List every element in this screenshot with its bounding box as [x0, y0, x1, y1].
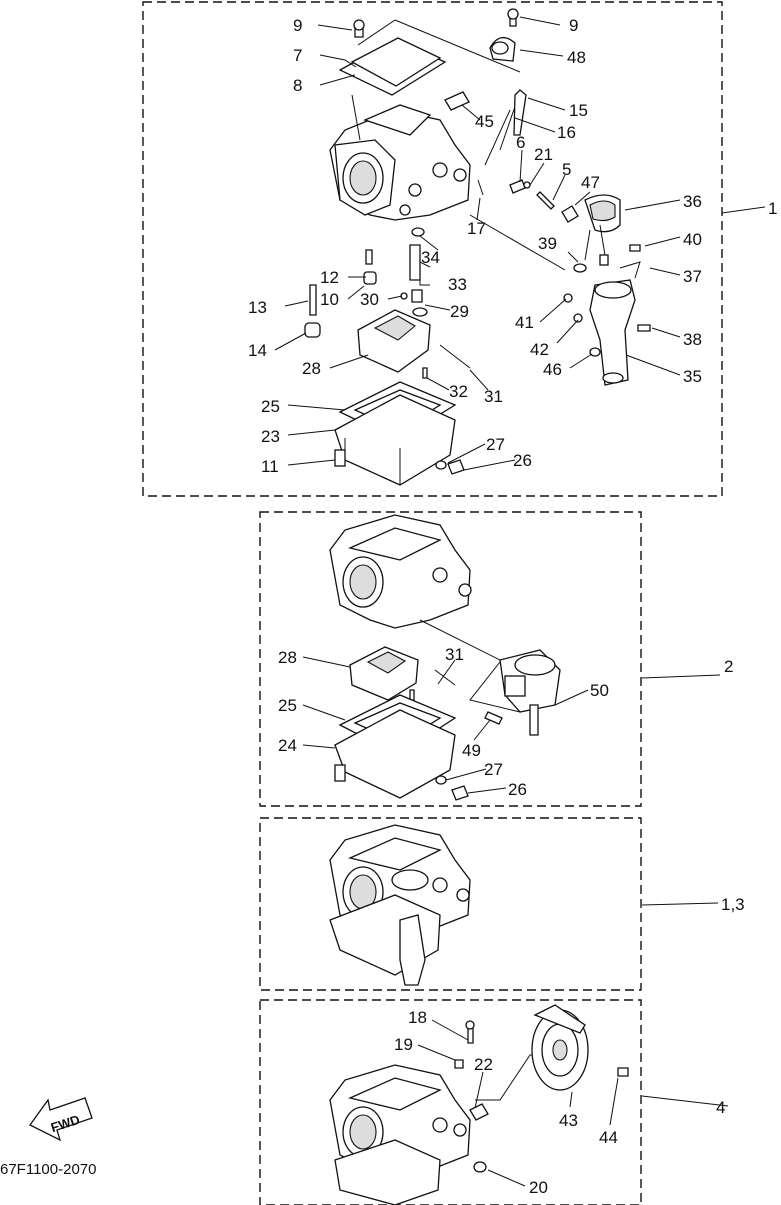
callout-43: 43 [559, 1111, 578, 1130]
callout-25: 25 [278, 696, 297, 715]
callout-31: 31 [445, 645, 464, 664]
carburetor-assembly-group-4 [329, 1004, 629, 1205]
callout-20: 20 [529, 1178, 548, 1197]
callout-25: 25 [261, 397, 280, 416]
callout-28: 28 [302, 359, 321, 378]
callout-33: 33 [448, 275, 467, 294]
callout-32: 32 [449, 382, 468, 401]
callout-30: 30 [360, 290, 379, 309]
callout-42: 42 [530, 340, 549, 359]
callout-29: 29 [450, 302, 469, 321]
callout-23: 23 [261, 427, 280, 446]
callout-13: 13 [248, 298, 267, 317]
callout-8: 8 [293, 76, 302, 95]
callout-4: 4 [716, 1098, 725, 1117]
callout-31: 31 [484, 387, 503, 406]
callout-39: 39 [538, 234, 557, 253]
callout-36: 36 [683, 192, 702, 211]
callout-37: 37 [683, 267, 702, 286]
callout-45: 45 [475, 112, 494, 131]
callout-46: 46 [543, 360, 562, 379]
callout-35: 35 [683, 367, 702, 386]
group-box-2 [259, 511, 642, 807]
callout-15: 15 [569, 101, 588, 120]
callout-21: 21 [534, 145, 553, 164]
callout-19: 19 [394, 1035, 413, 1054]
carburetor-body-top [329, 19, 521, 221]
carburetor-body-group-2 [329, 514, 561, 801]
callout-49: 49 [462, 741, 481, 760]
group-box-4 [259, 999, 642, 1205]
callout-7: 7 [293, 46, 302, 65]
document-code: 67F1100-2070 [0, 1161, 96, 1178]
callout-34: 34 [421, 248, 440, 267]
small-parts-group-1 [304, 8, 651, 486]
leader-lines [274, 16, 766, 1187]
group-box-1-3 [259, 817, 642, 991]
callout-48: 48 [567, 48, 586, 67]
callout-40: 40 [683, 230, 702, 249]
callout-38: 38 [683, 330, 702, 349]
callout-27: 27 [486, 435, 505, 454]
carburetor-assembly-group-1-3 [329, 824, 471, 986]
callout-2: 2 [724, 657, 733, 676]
callout-6: 6 [516, 133, 525, 152]
callout-26: 26 [513, 451, 532, 470]
callout-12: 12 [320, 268, 339, 287]
callout-9: 9 [293, 16, 302, 35]
callout-5: 5 [562, 160, 571, 179]
callout-16: 16 [557, 123, 576, 142]
callout-44: 44 [599, 1128, 618, 1147]
callout-17: 17 [467, 219, 486, 238]
fwd-arrow-icon: FWD [29, 1097, 93, 1142]
callout-41: 41 [515, 313, 534, 332]
callout-50: 50 [590, 681, 609, 700]
callout-1: 1 [768, 199, 777, 218]
callout-11: 11 [261, 457, 279, 476]
callout-14: 14 [248, 341, 267, 360]
callout-26: 26 [508, 780, 527, 799]
callout-28: 28 [278, 648, 297, 667]
callout-22: 22 [474, 1055, 493, 1074]
callout-24: 24 [278, 736, 297, 755]
callout-1-3: 1,3 [721, 895, 745, 914]
callout-labels: 9 9 7 48 8 15 45 16 6 21 5 47 36 1 17 34… [248, 16, 777, 1197]
callout-10: 10 [320, 290, 339, 309]
group-box-1 [142, 1, 723, 497]
callout-18: 18 [408, 1008, 427, 1027]
callout-9: 9 [569, 16, 578, 35]
callout-47: 47 [581, 173, 600, 192]
callout-27: 27 [484, 760, 503, 779]
